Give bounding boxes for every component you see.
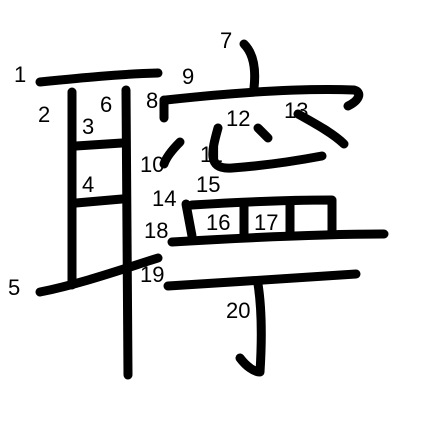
stroke-number-5: 5 (8, 275, 20, 300)
stroke-number-18: 18 (144, 218, 168, 243)
stroke-5 (35, 253, 163, 297)
stroke-7 (239, 39, 260, 93)
stroke-3 (71, 138, 127, 151)
stroke-number-20: 20 (226, 298, 250, 323)
stroke-13 (293, 109, 349, 149)
stroke-number-10: 10 (140, 152, 164, 177)
stroke-number-3: 3 (82, 114, 94, 139)
stroke-15 (187, 195, 337, 239)
stroke-number-7: 7 (220, 28, 232, 53)
stroke-12 (253, 123, 273, 143)
stroke-number-15: 15 (196, 172, 220, 197)
stroke-number-16: 16 (206, 210, 230, 235)
stroke-4 (71, 194, 127, 208)
stroke-number-11: 11 (200, 142, 223, 167)
stroke-10 (159, 137, 185, 169)
stroke-number-4: 4 (82, 172, 94, 197)
stroke-number-13: 13 (284, 98, 308, 123)
stroke-19 (163, 269, 361, 291)
stroke-9 (161, 85, 364, 111)
stroke-number-2: 2 (38, 102, 50, 127)
stroke-number-6: 6 (100, 92, 112, 117)
stroke-number-9: 9 (182, 64, 194, 89)
stroke-1 (35, 68, 163, 87)
stroke-20 (235, 279, 266, 377)
stroke-number-17: 17 (254, 210, 278, 235)
stroke-18 (167, 229, 389, 247)
stroke-number-19: 19 (140, 262, 164, 287)
stroke-number-14: 14 (152, 186, 176, 211)
stroke-11 (208, 123, 327, 173)
stroke-number-12: 12 (226, 106, 250, 131)
stroke-number-1: 1 (14, 62, 26, 87)
stroke-14 (181, 199, 197, 241)
stroke-6 (121, 85, 133, 380)
stroke-number-8: 8 (146, 88, 158, 113)
